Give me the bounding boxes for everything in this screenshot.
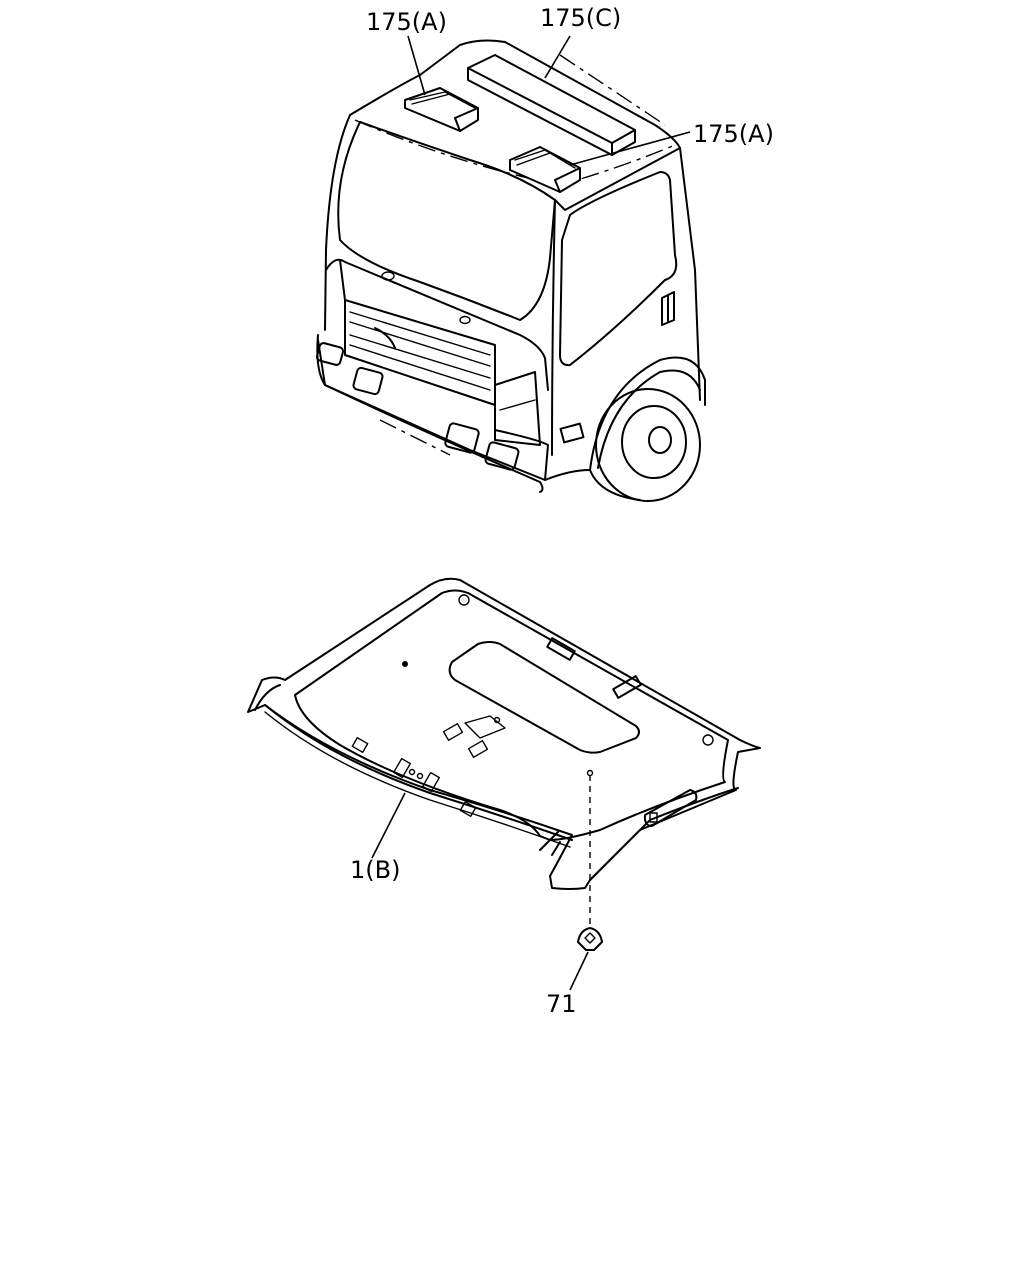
- callout-71: 71: [546, 990, 577, 1018]
- clip-71: [577, 927, 603, 951]
- leader-175a-left: [407, 35, 426, 96]
- callout-175c: 175(C): [540, 4, 621, 32]
- roof-vent-front-left: [404, 87, 479, 132]
- leader-1b: [371, 792, 406, 859]
- callout-175a-left: 175(A): [366, 8, 447, 36]
- leader-71: [569, 951, 589, 991]
- roof-vent-front-right: [509, 146, 581, 193]
- leader-175a-right: [569, 131, 691, 166]
- leader-175c: [544, 35, 571, 79]
- callout-175a-right: 175(A): [693, 120, 774, 148]
- roof-vent-center: [467, 54, 636, 156]
- callout-1b: 1(B): [350, 856, 400, 884]
- headlining-illustration: [247, 577, 761, 890]
- truck-cab-illustration: [315, 39, 706, 502]
